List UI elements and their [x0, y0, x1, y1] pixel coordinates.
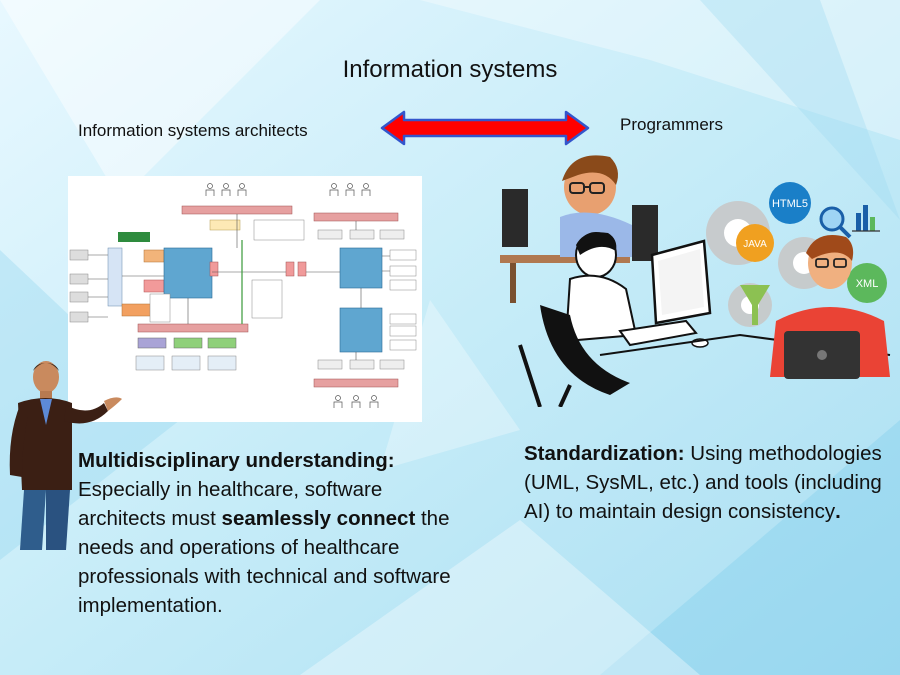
multidisciplinary-text-2: the needs and operations of healthcare p…: [78, 507, 451, 617]
java-icon: [736, 224, 774, 262]
architects-label: Information systems architects: [78, 121, 308, 140]
double-arrow-icon: [380, 110, 590, 146]
svg-text:HTML5: HTML5: [772, 198, 808, 210]
people-group-top-left: [205, 183, 247, 196]
standardization-period: .: [835, 500, 841, 523]
programmers-label: Programmers: [620, 115, 723, 134]
multidisciplinary-paragraph: Multidisciplinary understanding: Especia…: [78, 446, 473, 620]
svg-text:JAVA: JAVA: [743, 239, 767, 250]
slide-title: Information systems: [342, 56, 558, 83]
standardization-paragraph: Standardization: Using methodologies (UM…: [524, 439, 894, 526]
architecture-diagram: [68, 176, 422, 422]
xml-icon: [847, 263, 887, 303]
html5-icon: [769, 182, 811, 224]
standardization-heading: Standardization:: [524, 442, 685, 465]
programmers-illustration: HTML5 JAVA XML: [500, 155, 891, 407]
svg-text:XML: XML: [856, 278, 879, 290]
seamlessly-connect-emphasis: seamlessly connect: [221, 507, 416, 530]
multidisciplinary-text-1: Especially in healthcare, software archi…: [78, 478, 383, 530]
bar-chart-icon: [852, 205, 880, 232]
presenter-figure: [9, 361, 122, 550]
magnifier-icon: [819, 206, 852, 239]
funnel-icon: [740, 285, 770, 325]
multidisciplinary-heading: Multidisciplinary understanding:: [78, 449, 395, 472]
standardization-text: Using methodologies (UML, SysML, etc.) a…: [524, 442, 882, 523]
